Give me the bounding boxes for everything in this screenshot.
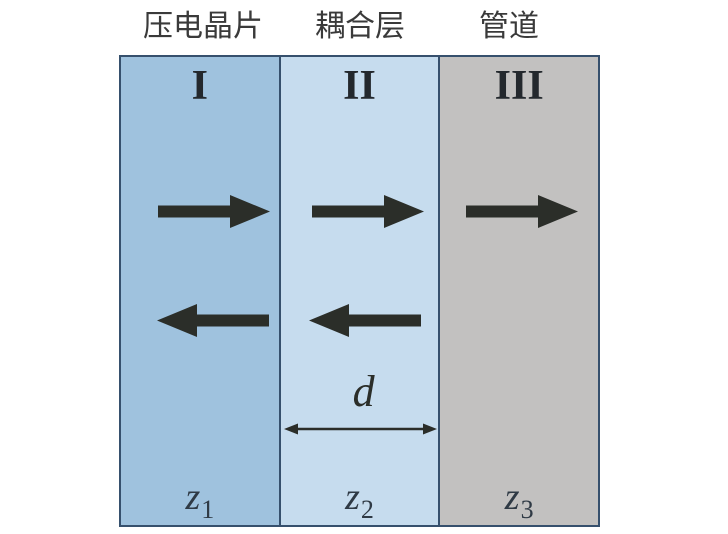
forward-wave-arrow-1 — [158, 195, 270, 228]
region-numeral-1: I — [191, 63, 209, 109]
impedance-label-z2: z2 — [281, 475, 439, 525]
thickness-label: d — [352, 367, 375, 416]
impedance-label-z3: z3 — [440, 475, 598, 525]
label-pipe: 管道 — [479, 10, 539, 43]
impedance-subscript: 1 — [201, 495, 215, 524]
backward-wave-arrow-1 — [157, 304, 269, 337]
impedance-symbol: z — [504, 476, 520, 518]
layer-panel-piezoelectric: I z1 — [121, 57, 279, 525]
impedance-label-z1: z1 — [121, 475, 279, 525]
region-numeral-3: III — [494, 63, 544, 109]
layer-panel-coupling: II d z2 — [278, 57, 439, 525]
layer-panel-pipe: III z3 — [438, 57, 599, 525]
impedance-subscript: 3 — [520, 495, 534, 524]
impedance-symbol: z — [345, 476, 360, 518]
impedance-symbol: z — [185, 476, 201, 518]
thickness-dimension-arrow — [283, 423, 437, 435]
backward-wave-arrow-2 — [308, 304, 421, 337]
forward-wave-arrow-3 — [466, 195, 579, 228]
label-coupling-layer: 耦合层 — [315, 10, 405, 43]
region-numeral-2: II — [343, 63, 376, 109]
impedance-subscript: 2 — [360, 495, 374, 524]
forward-wave-arrow-2 — [311, 195, 424, 228]
media-stack: I z1 II d — [119, 55, 600, 527]
label-piezoelectric-wafer: 压电晶片 — [143, 10, 263, 43]
